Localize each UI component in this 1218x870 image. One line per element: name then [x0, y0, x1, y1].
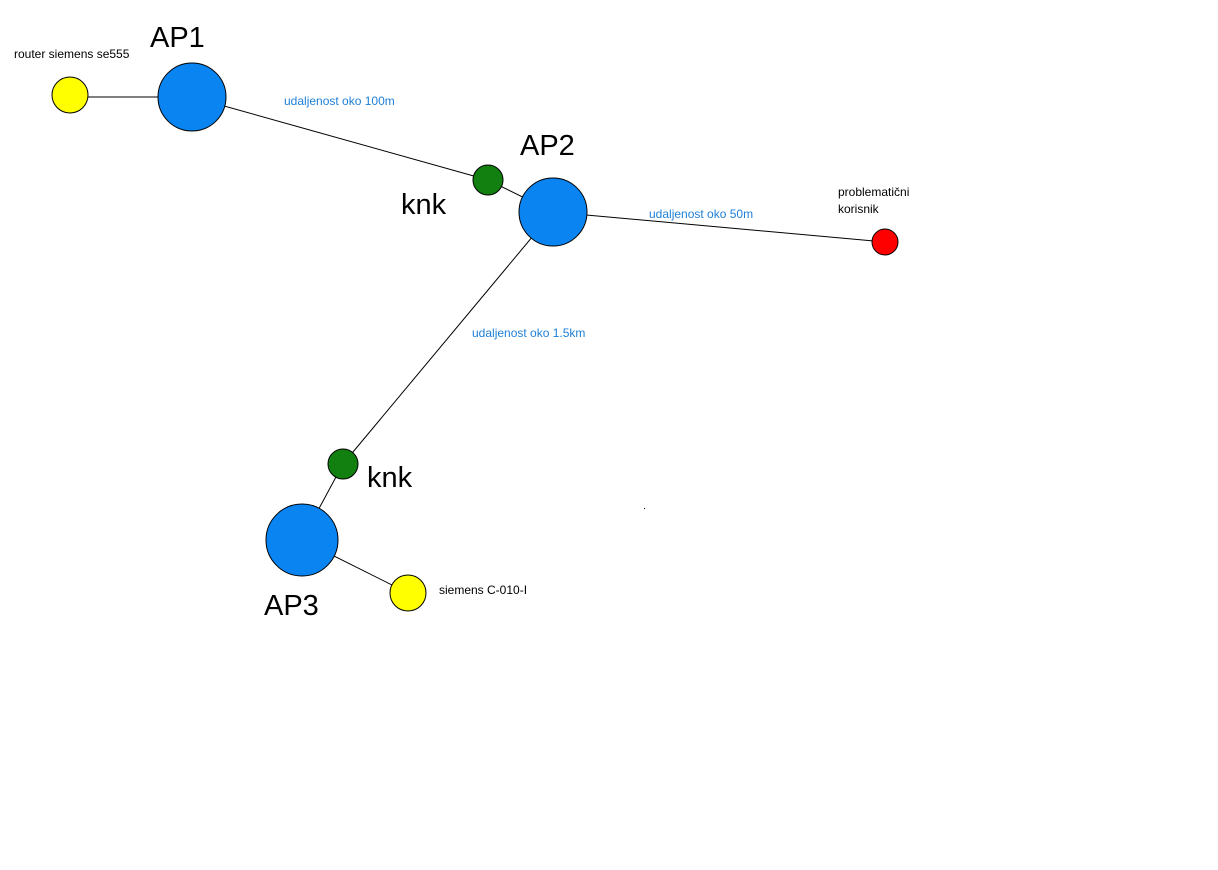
knk-node-bottom: [327, 448, 359, 480]
router-node-bottom: [389, 574, 427, 612]
link-ap2-user: [552, 211, 886, 243]
knk-label-top: knk: [401, 189, 447, 221]
user-label-line2: korisnik: [838, 202, 880, 216]
link-ap2-knk: [342, 211, 554, 465]
router-label-bottom: siemens C-010-I: [439, 583, 527, 597]
router-label-top: router siemens se555: [14, 47, 130, 61]
ap3-label: AP3: [264, 590, 319, 622]
user-label-line1: problematični: [838, 185, 909, 199]
distance-label-ap2-user: udaljenost oko 50m: [649, 207, 753, 221]
labels: AP1 AP2 AP3 knk knk router siemens se555…: [14, 22, 909, 622]
access-point-ap2: [518, 177, 588, 247]
distance-label-ap2-ap3: udaljenost oko 1.5km: [472, 326, 585, 340]
stray-dot: [644, 508, 645, 509]
router-node-top: [51, 76, 89, 114]
distance-label-ap1-ap2: udaljenost oko 100m: [284, 94, 395, 108]
link-ap1-knk: [191, 96, 489, 181]
knk-node-top: [472, 164, 504, 196]
ap2-label: AP2: [520, 130, 575, 162]
nodes: [51, 62, 899, 612]
access-point-ap3: [265, 503, 339, 577]
access-point-ap1: [157, 62, 227, 132]
ap1-label: AP1: [150, 22, 205, 54]
knk-label-bottom: knk: [367, 462, 413, 494]
user-node: [871, 228, 899, 256]
